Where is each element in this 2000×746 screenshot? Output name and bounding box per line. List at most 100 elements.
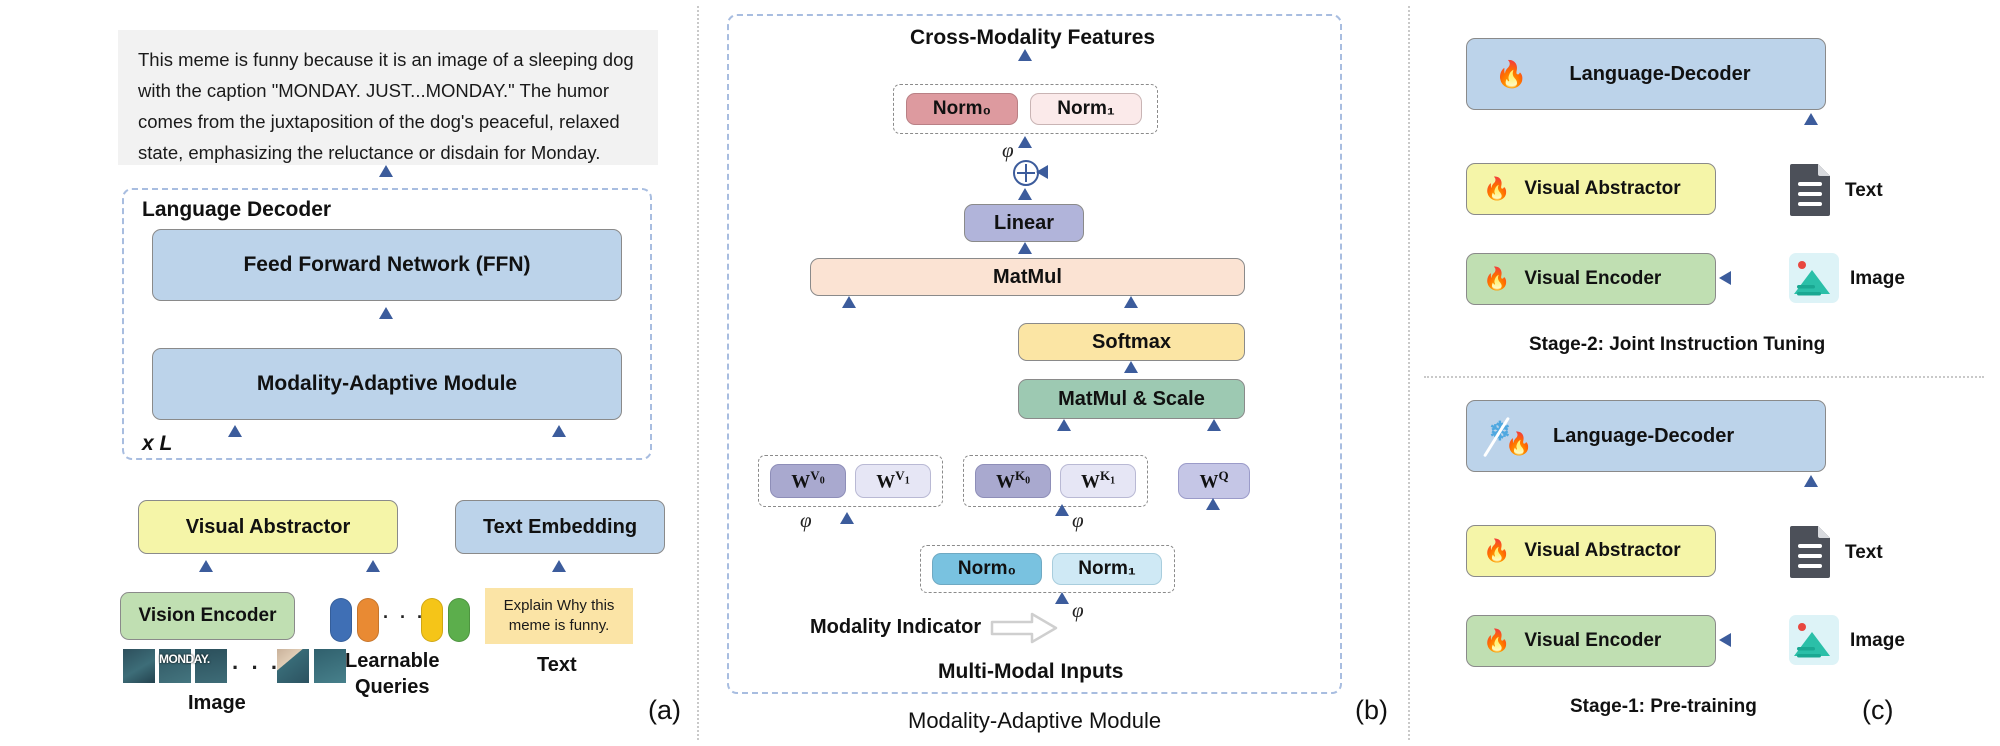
phi-symbol-bottom: φ — [1072, 598, 1084, 622]
stage1-visual-abstractor: 🔥 Visual Abstractor — [1466, 525, 1716, 577]
arrowhead-visionenc-to-abstractor — [199, 560, 213, 572]
image-patch — [122, 648, 156, 684]
stage2-language-decoder: 🔥 Language-Decoder — [1466, 38, 1826, 110]
arrowhead-softmax-to-matmul — [1124, 296, 1138, 308]
arrowhead-input-to-norm-bottom — [1055, 592, 1069, 604]
arrowhead-queries-to-abstractor — [366, 560, 380, 572]
image-icon — [1789, 253, 1839, 303]
arrow-textembed-to-mam — [0, 132, 3, 197]
arrowhead-residual-to-oplus — [1036, 165, 1048, 179]
arrowhead-input-to-wv — [840, 512, 854, 524]
learnable-query-pill — [421, 598, 443, 642]
arrowhead-prompt-to-textembed — [552, 560, 566, 572]
text-input-label: Text — [537, 654, 577, 676]
fire-icon: 🔥 — [1495, 59, 1528, 89]
phi-symbol-v: φ — [800, 508, 812, 532]
arrowhead-mam-to-ffn — [379, 307, 393, 319]
wv0-label: WV0 — [791, 467, 825, 493]
arrowhead-input-to-wq — [1206, 498, 1220, 510]
ffn-label: Feed Forward Network (FFN) — [243, 252, 531, 276]
weight-wv0: WV0 — [770, 464, 846, 498]
fire-icon: 🔥 — [1483, 176, 1511, 201]
arrowhead-input-to-wk — [1055, 504, 1069, 516]
arrowhead-abstractor-to-mam — [228, 425, 242, 437]
stage2-language-decoder-label: Language-Decoder — [1569, 62, 1751, 85]
learnable-queries-label-line1: Learnable — [345, 650, 440, 672]
prompt-text: Explain Why this meme is funny. — [503, 596, 615, 634]
image-icon — [1789, 615, 1839, 665]
image-patch-overlay-text: MONDAY. — [159, 652, 210, 666]
weight-wq: WQ — [1178, 463, 1250, 499]
modality-indicator-arrow-icon — [990, 612, 1058, 644]
softmax-label: Softmax — [1092, 330, 1171, 353]
norm0-bottom: Norm₀ — [932, 553, 1042, 585]
block-softmax: Softmax — [1018, 323, 1245, 361]
panel-divider-a-b — [697, 6, 699, 740]
stage1-language-decoder: ❄ 🔥 Language-Decoder — [1466, 400, 1826, 472]
arrowhead-linear-to-oplus — [1018, 188, 1032, 200]
arrowhead-v-to-matmul — [842, 296, 856, 308]
arrowhead-k-to-scale — [1057, 419, 1071, 431]
text-document-icon — [1790, 164, 1830, 216]
modality-adaptive-module-region — [727, 14, 1342, 694]
modality-indicator-label: Modality Indicator — [810, 616, 982, 638]
stage2-arrowhead-text-to-decoder — [1804, 113, 1818, 125]
stage2-image-label: Image — [1850, 268, 1905, 289]
panel-divider-b-c — [1408, 6, 1410, 740]
vision-encoder-label: Vision Encoder — [138, 605, 277, 627]
stage1-visual-encoder-label: Visual Encoder — [1524, 630, 1662, 652]
learnable-query-pill — [330, 598, 352, 642]
image-patch — [276, 648, 310, 684]
arrow-visionenc-to-abstractor — [0, 197, 3, 235]
arrowhead-scale-to-softmax — [1124, 361, 1138, 373]
matmul-label: MatMul — [993, 265, 1062, 288]
stage2-visual-encoder-label: Visual Encoder — [1524, 268, 1662, 290]
block-modality-adaptive-module: Modality-Adaptive Module — [152, 348, 622, 420]
panel-letter-c: (c) — [1862, 695, 1894, 725]
multimodal-inputs-label: Multi-Modal Inputs — [938, 660, 1124, 683]
learnable-queries-ellipsis: · · · — [383, 607, 426, 627]
text-embedding-label: Text Embedding — [482, 515, 638, 538]
image-patch — [194, 648, 228, 684]
norm1-top: Norm₁ — [1030, 93, 1142, 125]
text-prompt-box: Explain Why this meme is funny. — [485, 588, 633, 644]
arrow-norm-to-output — [0, 305, 3, 331]
arrowhead-q-to-scale — [1207, 419, 1221, 431]
stage1-text-label: Text — [1845, 542, 1883, 563]
learnable-queries-label-line2: Queries — [355, 676, 430, 698]
block-matmul: MatMul — [810, 258, 1245, 296]
block-matmul-scale: MatMul & Scale — [1018, 379, 1245, 419]
wk0-label: WK0 — [995, 467, 1031, 493]
arrow-prompt-to-textembed — [0, 273, 3, 305]
panel-b-caption: Modality-Adaptive Module — [908, 708, 1162, 733]
language-decoder-title: Language Decoder — [142, 198, 332, 221]
learnable-query-pill — [357, 598, 379, 642]
stage2-visual-abstractor: 🔥 Visual Abstractor — [1466, 163, 1716, 215]
norm0-bottom-label: Norm₀ — [957, 558, 1017, 580]
arrow-oplus-to-norm — [0, 331, 3, 345]
stage1-arrowhead-image-to-encoder — [1719, 633, 1731, 647]
linear-label: Linear — [993, 211, 1055, 234]
weight-wk0: WK0 — [975, 464, 1051, 498]
image-patch — [158, 648, 192, 684]
block-vision-encoder: Vision Encoder — [120, 592, 295, 640]
weight-group-v — [758, 455, 943, 507]
fire-icon: 🔥 — [1483, 628, 1511, 653]
panel-letter-a: (a) — [648, 695, 681, 725]
image-patch — [313, 648, 347, 684]
fire-icon: 🔥 — [1483, 266, 1511, 291]
caption-text: This meme is funny because it is an imag… — [138, 49, 634, 164]
phi-symbol-top: φ — [1002, 138, 1014, 162]
stage1-language-decoder-label: Language-Decoder — [1553, 424, 1735, 447]
language-decoder-region — [122, 188, 652, 460]
stage1-visual-abstractor-label: Visual Abstractor — [1524, 540, 1681, 562]
block-linear: Linear — [964, 204, 1084, 242]
mam-label: Modality-Adaptive Module — [256, 371, 518, 395]
stage1-caption: Stage-1: Pre-training — [1570, 696, 1757, 717]
stage2-arrowhead-image-to-encoder — [1719, 271, 1731, 285]
stage1-image-label: Image — [1850, 630, 1905, 651]
text-document-icon — [1790, 526, 1830, 578]
fire-icon: 🔥 — [1483, 538, 1511, 563]
stage2-visual-encoder: 🔥 Visual Encoder — [1466, 253, 1716, 305]
